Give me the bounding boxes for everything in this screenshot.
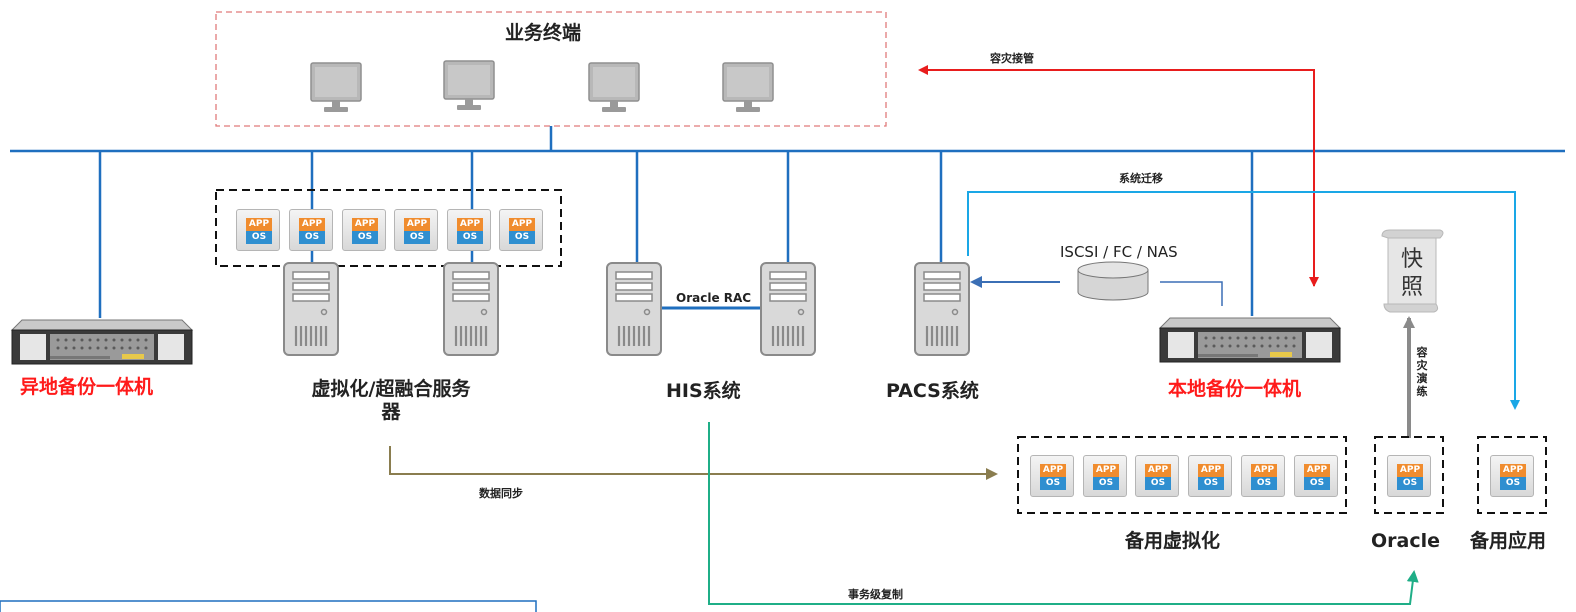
oracle-label: Oracle bbox=[1371, 530, 1441, 552]
offsite-backup-label: 异地备份一体机 bbox=[20, 376, 154, 398]
data-sync-line bbox=[389, 446, 998, 480]
storage-link bbox=[1160, 281, 1223, 306]
oracle-rac-label: Oracle RAC bbox=[676, 291, 752, 305]
standby-virtualization-label: 备用虚拟化 bbox=[1125, 530, 1221, 552]
terminal-monitor-1 bbox=[310, 62, 362, 113]
terminal-monitor-3 bbox=[588, 62, 640, 113]
virtualization-label: 虚拟化/超融合服务器 bbox=[311, 378, 471, 423]
terminal-monitor-2 bbox=[443, 60, 495, 111]
his-label: HIS系统 bbox=[666, 380, 741, 402]
bottom-left-panel bbox=[0, 600, 537, 612]
disaster-takeover-label: 容灾接管 bbox=[990, 52, 1034, 65]
standby-virtualization-group bbox=[1017, 436, 1347, 514]
data-sync-label: 数据同步 bbox=[479, 487, 523, 500]
replication-line bbox=[708, 422, 1419, 605]
snapshot-scroll bbox=[1381, 229, 1444, 313]
snapshot-label-bottom: 照 bbox=[1400, 275, 1423, 300]
his-server-1 bbox=[606, 262, 662, 356]
transaction-replication-label: 事务级复制 bbox=[848, 588, 903, 601]
storage-cylinder bbox=[1077, 261, 1149, 301]
local-backup-label: 本地备份一体机 bbox=[1168, 378, 1302, 400]
storage-protocols-label: ISCSI / FC / NAS bbox=[1060, 243, 1178, 261]
terminals-box bbox=[215, 11, 887, 127]
dr-drill-label: 容灾演练 bbox=[1416, 346, 1428, 398]
oracle-standby-group bbox=[1374, 436, 1444, 514]
snapshot-label-top: 快 bbox=[1400, 247, 1423, 272]
virtualization-server-1 bbox=[283, 262, 339, 356]
migration-line bbox=[967, 191, 1520, 410]
system-migration-label: 系统迁移 bbox=[1119, 172, 1163, 185]
local-backup-appliance bbox=[1159, 317, 1341, 363]
standby-app-label: 备用应用 bbox=[1470, 530, 1547, 552]
pacs-server bbox=[914, 262, 970, 356]
standby-app-group bbox=[1477, 436, 1547, 514]
virtualization-vm-group bbox=[215, 189, 562, 267]
terminal-monitor-4 bbox=[722, 62, 774, 113]
pacs-label: PACS系统 bbox=[886, 380, 979, 402]
terminals-title: 业务终端 bbox=[505, 22, 582, 44]
virtualization-server-2 bbox=[443, 262, 499, 356]
offsite-backup-appliance bbox=[11, 319, 193, 365]
his-server-2 bbox=[760, 262, 816, 356]
